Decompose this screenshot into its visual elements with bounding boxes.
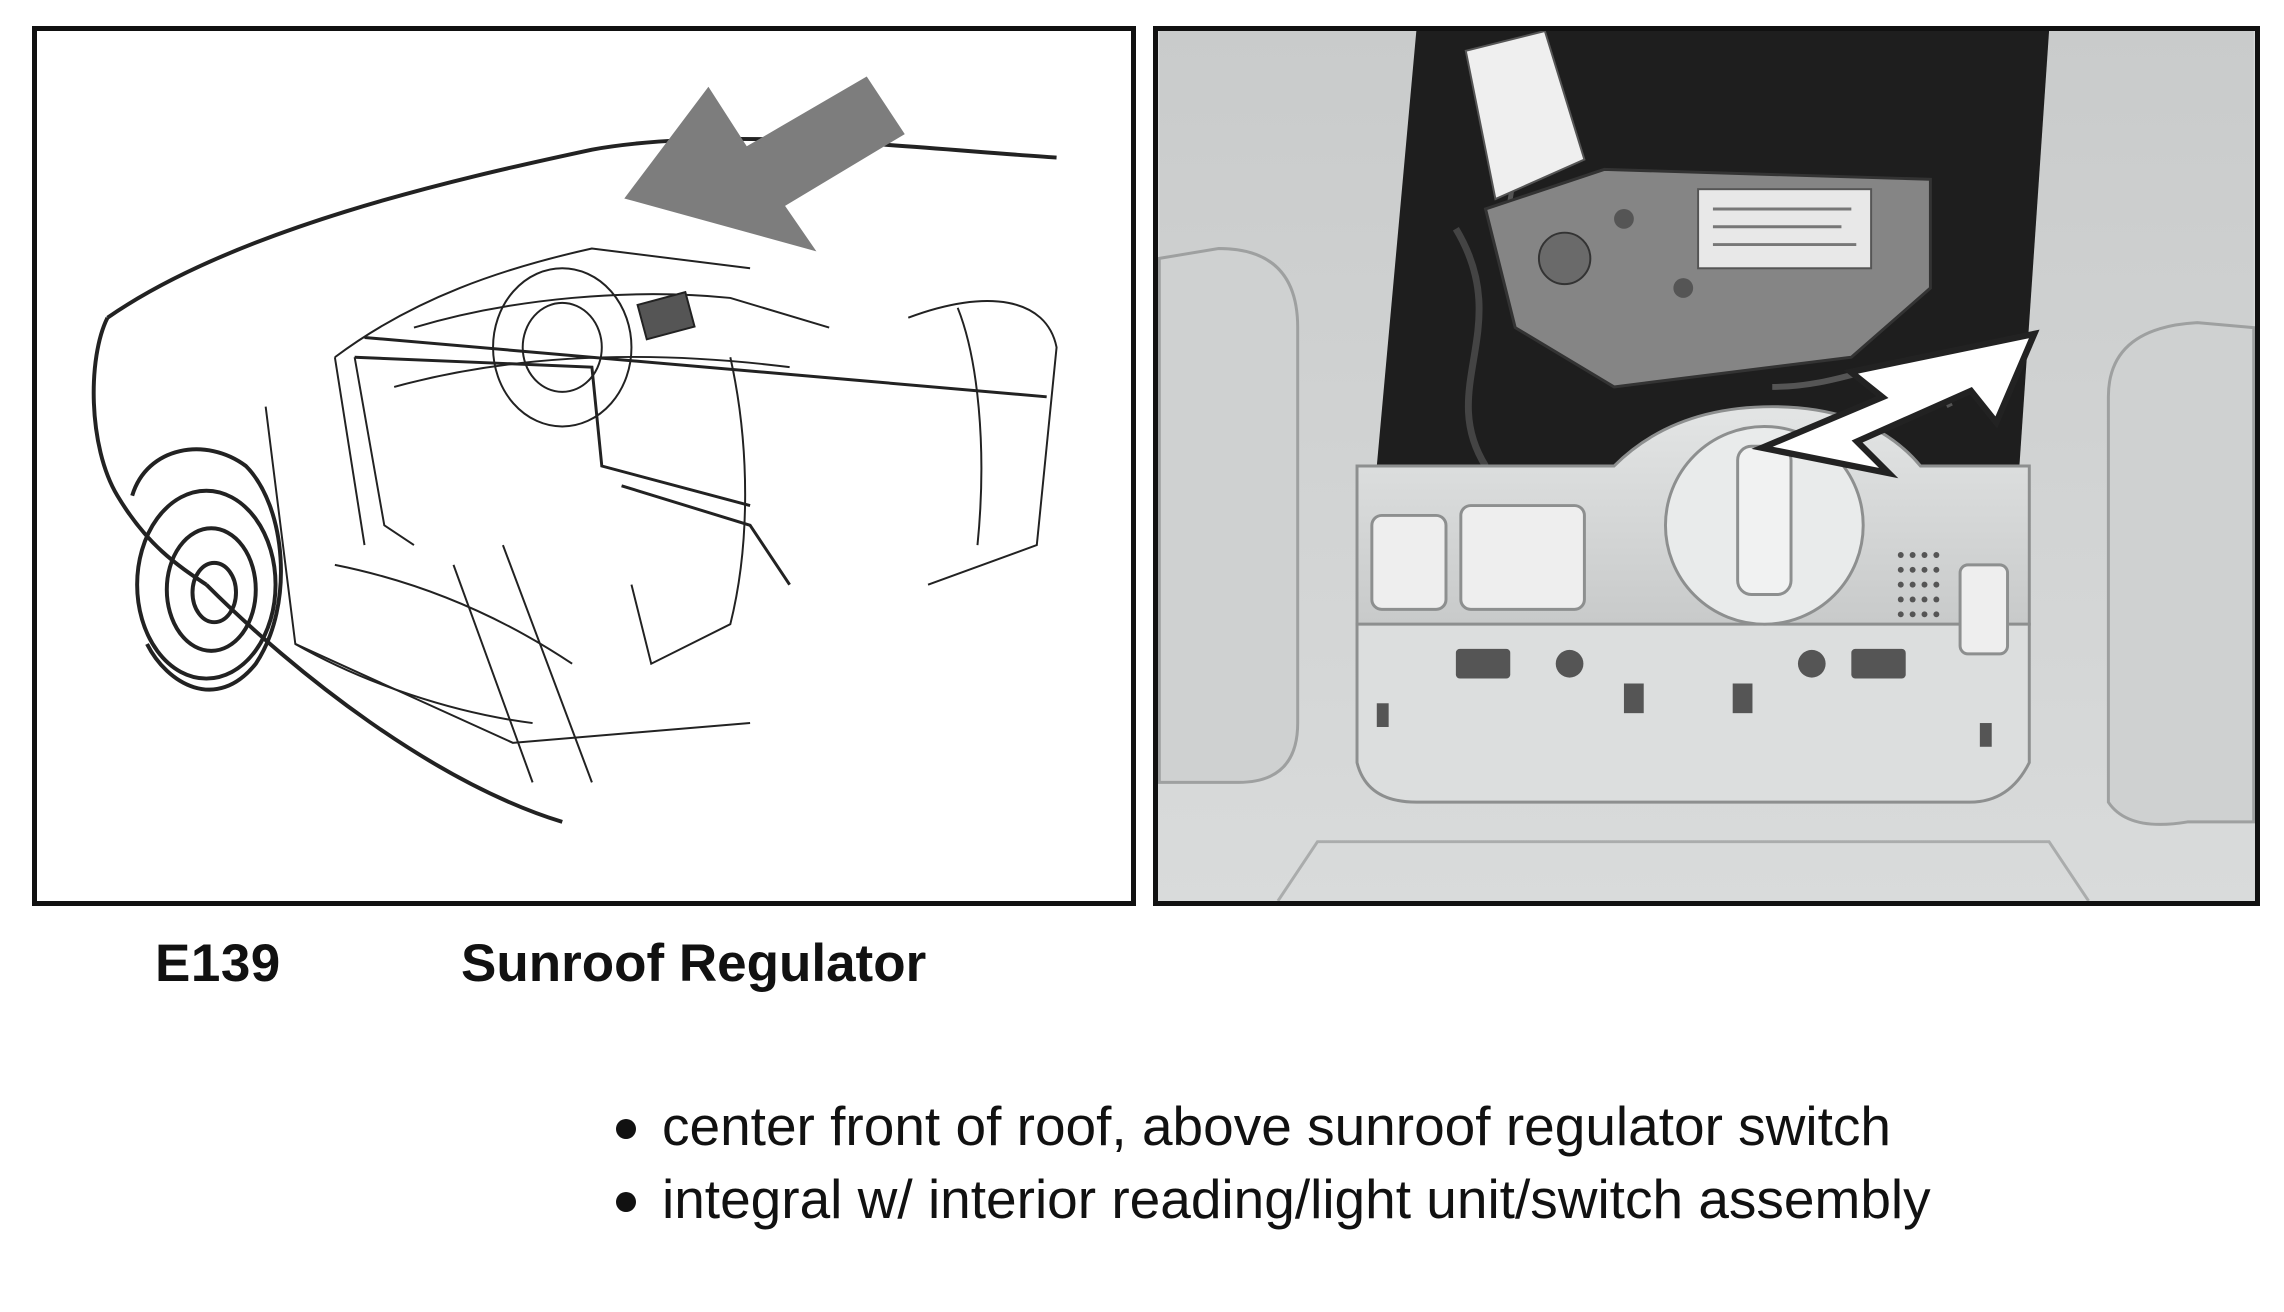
list-item-text: integral w/ interior reading/light unit/… [662,1168,1931,1230]
list-item-text: center front of roof, above sunroof regu… [662,1095,1891,1157]
overhead-console-illustration [1158,31,2255,901]
wheel-icon [130,447,283,692]
car-interior-diagram [32,26,1136,906]
figure-code: E139 [155,934,281,993]
location-arrow [624,76,905,252]
speaker-grille-icon [1897,552,1940,618]
car-line-drawing [91,76,1058,824]
location-arrow [1751,329,2040,479]
bullet-icon [616,1192,636,1212]
overhead-console-photo [1153,26,2260,906]
figure-title: Sunroof Regulator [461,934,927,993]
list-item: center front of roof, above sunroof regu… [612,1090,2062,1163]
list-item: integral w/ interior reading/light unit/… [612,1163,2062,1236]
bullet-icon [616,1119,636,1139]
description-list: center front of roof, above sunroof regu… [612,1090,2062,1236]
